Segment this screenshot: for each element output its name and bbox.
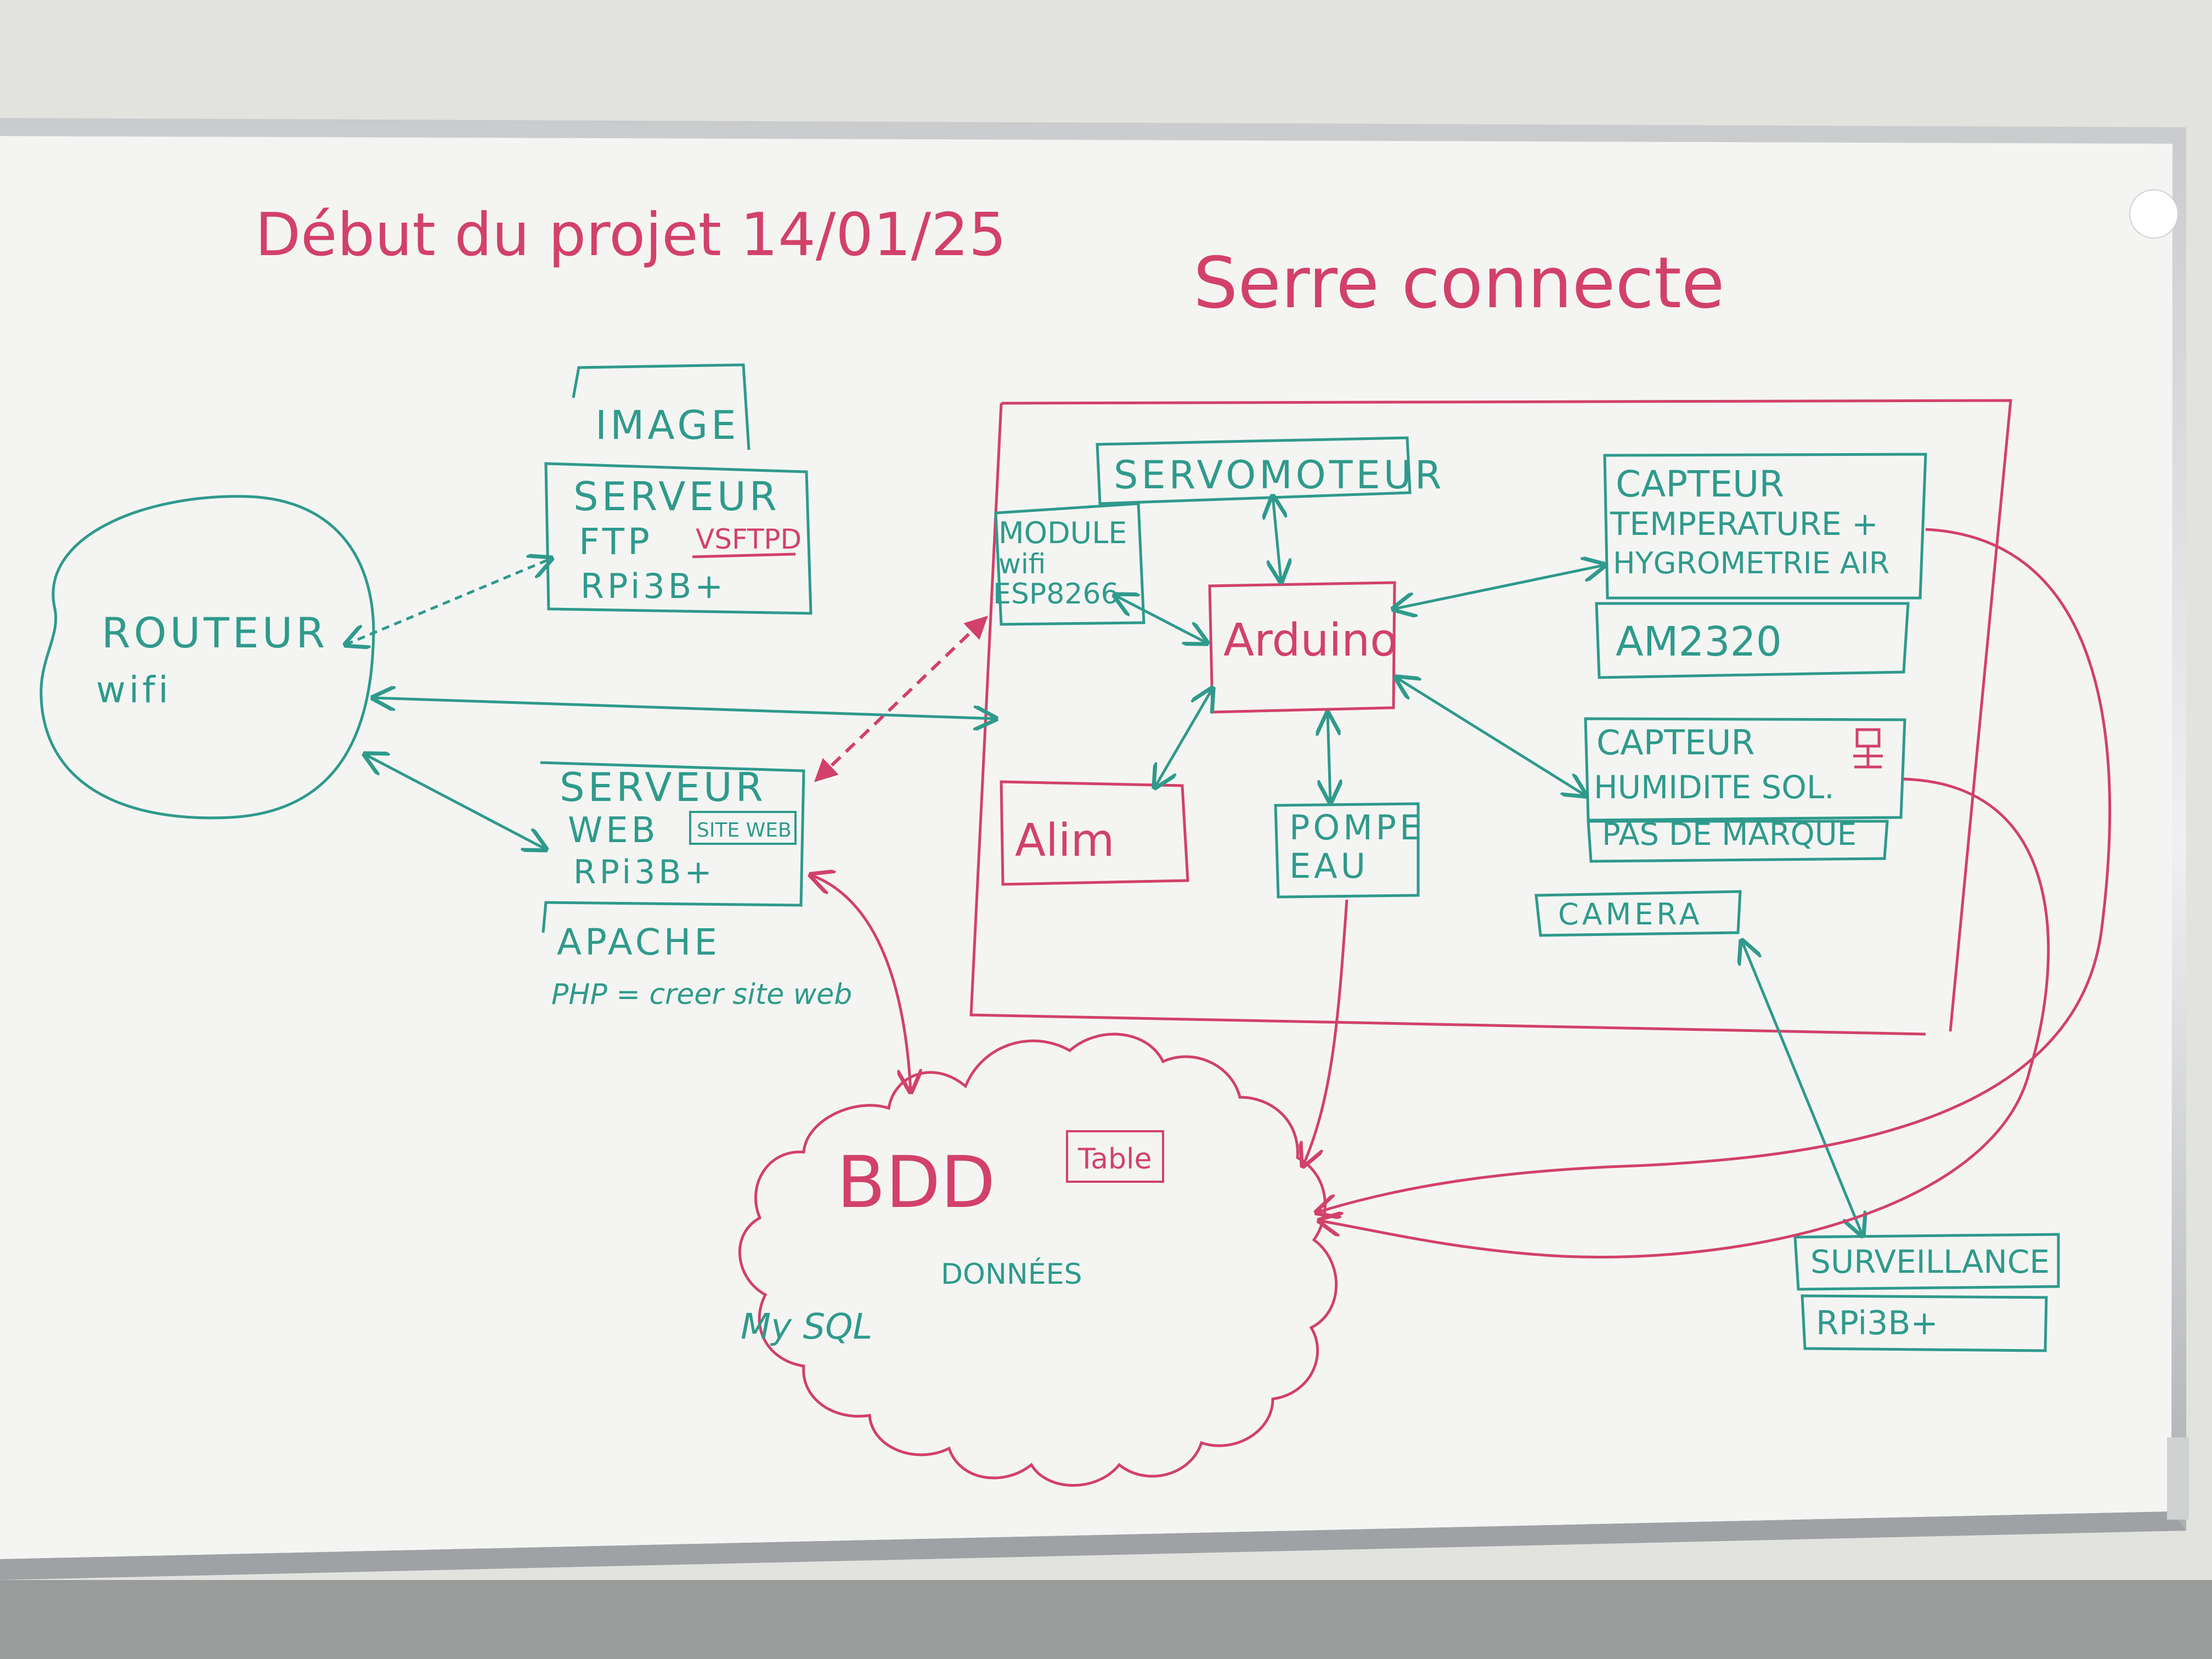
router-web-link (365, 754, 546, 849)
servomotor-box (1096, 436, 1412, 505)
camera-label: CAMERA (1558, 897, 1703, 932)
router-ftp-link (346, 558, 551, 645)
web-server-line2: WEB (568, 810, 659, 851)
ftp-software-underline (692, 552, 796, 558)
servomotor-label: SERVOMOTEUR (1114, 453, 1445, 498)
temp-sensor-line1: CAPTEUR (1616, 463, 1784, 505)
mysql-label: My SQL (741, 1307, 872, 1347)
soil-sensor-doodle (1853, 728, 1883, 769)
soil-sensor-line1: CAPTEUR (1596, 723, 1755, 763)
board-surface (0, 136, 2172, 1559)
pump-database-link (1303, 899, 1348, 1166)
web-server-line1: SERVEUR (560, 764, 766, 810)
arduino-temp-link (1393, 565, 1605, 609)
servo-arduino-link (1273, 496, 1281, 582)
ftp-server-line3: RPi3B+ (580, 566, 726, 606)
web-database-link (811, 875, 911, 1092)
ftp-server-line2: FTP (579, 521, 653, 563)
web-server-line3: RPi3B+ (573, 853, 715, 891)
surveillance-box (1793, 1233, 2060, 1291)
soil-sensor-line2: HUMIDITE SOL. (1594, 769, 1835, 806)
site-web-tag-box (689, 811, 797, 845)
surveillance-label: SURVEILLANCE (1810, 1243, 2050, 1280)
database-cloud (738, 1032, 1338, 1487)
table-box (1066, 1130, 1164, 1183)
camera-surveillance-link (1742, 941, 1863, 1235)
wifi-module-line3: ESP8266 (993, 578, 1119, 611)
temp-sensor-box (1603, 453, 1927, 600)
arduino-soil-link (1396, 678, 1585, 795)
pump-line1: POMPE (1289, 808, 1424, 848)
soil-brand-box (1587, 820, 1889, 863)
soil-brand-label: PAS DE MARQUE (1602, 817, 1857, 853)
web-server-box (540, 761, 805, 933)
router-wifi-label: wifi (96, 669, 172, 711)
alim-label: Alim (1015, 815, 1115, 867)
connections (346, 496, 2112, 1259)
arduino-pump-link (1328, 713, 1330, 802)
board-hinge (2167, 1437, 2189, 1520)
pump-box (1274, 802, 1420, 899)
am2320-box (1595, 602, 1910, 679)
database-label: BDD (837, 1141, 995, 1224)
wall-lower (0, 1580, 2212, 1659)
camera-box (1534, 890, 1742, 937)
ftp-software-label: VSFTPD (696, 523, 802, 555)
board-tray (0, 1511, 2186, 1580)
board-title: Début du projet 14/01/25 (255, 201, 1006, 269)
site-web-tag: SITE WEB (697, 819, 792, 842)
ftp-server-line1: SERVEUR (573, 473, 780, 520)
php-label: PHP = creer site web (551, 978, 852, 1011)
surveillance-rpi-box (1801, 1294, 2048, 1352)
router-bubble (40, 495, 375, 820)
alim-box (1000, 780, 1189, 886)
board-subtitle: Serre connecte (1193, 242, 1725, 324)
am2320-label: AM2320 (1616, 618, 1782, 665)
board-brand-sticker (2129, 189, 2179, 239)
greenhouse-frame (969, 399, 2012, 1036)
temp-database-link (1317, 528, 2112, 1212)
table-label: Table (1077, 1143, 1152, 1176)
pump-line2: EAU (1289, 846, 1369, 886)
surveillance-rpi-label: RPi3B+ (1816, 1304, 1938, 1342)
wifi-module-line1: MODULE (998, 516, 1127, 550)
arduino-label: Arduino (1223, 614, 1397, 667)
temp-sensor-line2: TEMPERATURE + (1610, 505, 1878, 543)
apache-label: APACHE (557, 921, 720, 963)
router-label: ROUTEUR (101, 608, 328, 657)
image-box (572, 363, 751, 450)
data-label: DONNÉES (941, 1257, 1082, 1291)
soil-database-link (1319, 777, 2050, 1259)
image-label: IMAGE (595, 402, 740, 448)
wifi-module-line2: wifi (998, 548, 1046, 580)
wifi-arduino-link (1115, 595, 1207, 643)
temp-sensor-line3: HYGROMETRIE AIR (1613, 546, 1889, 580)
arduino-alim-link (1155, 689, 1212, 787)
